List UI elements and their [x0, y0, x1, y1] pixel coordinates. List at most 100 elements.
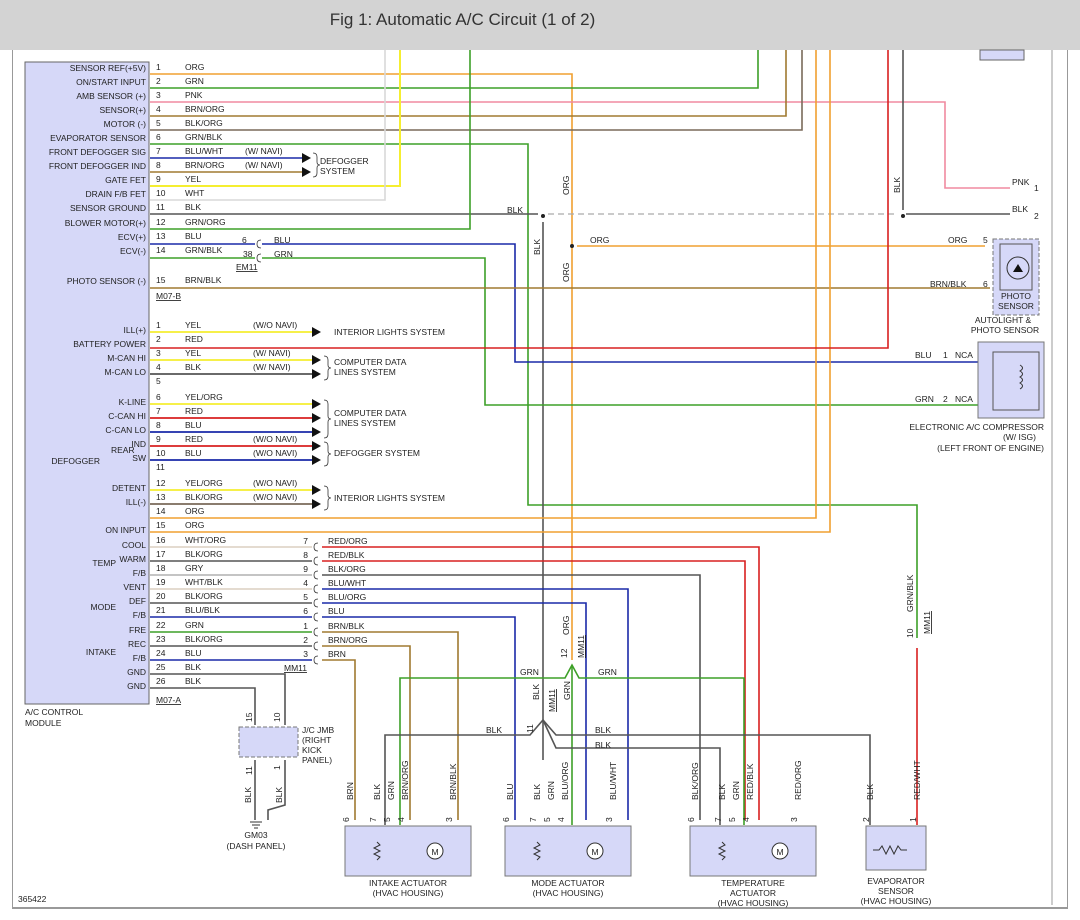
- pin-number-b13: 13: [156, 231, 166, 241]
- pin-label-a12: DETENT: [112, 483, 146, 493]
- pin-number-b5: 5: [156, 118, 161, 128]
- mm11-evap-wire: GRN/BLK: [905, 574, 915, 612]
- actuator-1-wire-7: BLK: [532, 784, 542, 800]
- jmb-pin-11: 11: [244, 766, 254, 775]
- brace-defogger: [312, 152, 321, 178]
- ground-icon: [250, 821, 262, 829]
- pin-label-a21: F/B: [133, 610, 147, 620]
- wire-label-blk: BLK: [507, 205, 523, 215]
- wire-label-a22: GRN: [185, 620, 204, 630]
- evap-name-2: (HVAC HOUSING): [861, 896, 932, 906]
- pin-number-a3: 3: [156, 348, 161, 358]
- pin-number-a18: 18: [156, 563, 166, 573]
- wire-blk-evap: [630, 734, 871, 825]
- wire-label-a14: ORG: [185, 506, 204, 516]
- wire-label-a23: BLK/ORG: [185, 634, 223, 644]
- wire-label-a24: BLU: [185, 648, 202, 658]
- photo-diode-symbol: [1013, 264, 1023, 272]
- splice-dot: [901, 214, 905, 218]
- pin-number-b12: 12: [156, 217, 166, 227]
- wire-label-a10: BLU: [185, 448, 202, 458]
- motor-symbol-0: M: [431, 847, 438, 857]
- brace-computer-data-2: [323, 399, 332, 439]
- ref-pin-1: 1: [1034, 183, 1039, 193]
- wire-label-b1: ORG: [185, 62, 204, 72]
- figure-header: Fig 1: Automatic A/C Circuit (1 of 2): [0, 0, 1080, 50]
- mm11-pin-2: 2: [303, 635, 308, 645]
- pin-label-a13: ILL(-): [126, 497, 146, 507]
- wire-note-b7: (W/ NAVI): [245, 146, 283, 156]
- pin-label-a1: ILL(+): [124, 325, 147, 335]
- wire-label-blk-right: BLK: [892, 177, 902, 193]
- mm11-splice-label-2: MM11: [547, 689, 557, 712]
- wire-label-a18: GRY: [185, 563, 204, 573]
- wire-label-b15: BRN/BLK: [185, 275, 222, 285]
- em11-wire-13: BLU: [274, 235, 291, 245]
- actuator-0-wire-4: BRN/ORG: [400, 760, 410, 800]
- pin-number-a17: 17: [156, 549, 166, 559]
- actuator-1-pin-4: 4: [556, 817, 566, 822]
- wire-label-a16: WHT/ORG: [185, 535, 226, 545]
- photo-sensor-inner: [999, 243, 1033, 291]
- arrow-icon: [312, 327, 321, 337]
- compressor-name-3: (LEFT FRONT OF ENGINE): [937, 443, 1044, 453]
- wire-note-a3: (W/ NAVI): [253, 348, 291, 358]
- pin-label-b13: ECV(+): [118, 232, 146, 242]
- actuator-0-pin-4: 4: [396, 817, 406, 822]
- jmb-name-0: J/C JMB: [302, 725, 334, 735]
- pin-number-a24: 24: [156, 648, 166, 658]
- pin-number-a4: 4: [156, 362, 161, 372]
- motor-icon: [586, 842, 604, 860]
- wire-label-grn-vert: GRN: [562, 681, 572, 700]
- actuator-2-pin-7: 7: [713, 817, 723, 822]
- mm11-wire-5: BLU/ORG: [328, 592, 366, 602]
- pin-label-a24: F/B: [133, 653, 147, 663]
- evap-wire-2: BLK: [865, 784, 875, 800]
- connector-mark: [313, 655, 319, 665]
- wire-label-a15: ORG: [185, 520, 204, 530]
- wire-label-blk-jmb1: BLK: [243, 787, 253, 803]
- wire-label-org: ORG: [590, 235, 609, 245]
- group-label-rear: REAR: [111, 445, 135, 455]
- actuator-0-wire-6: BRN: [345, 782, 355, 800]
- wire-b14-cont: [262, 257, 978, 406]
- wire-label-b13: BLU: [185, 231, 202, 241]
- pin-label-b15: PHOTO SENSOR (-): [67, 276, 146, 286]
- brace-defogger-2: [323, 441, 332, 467]
- ref-pin-2: 2: [1034, 211, 1039, 221]
- pin-label-a23: REC: [128, 639, 146, 649]
- wire-label-pnk: PNK: [1012, 177, 1030, 187]
- pin-label-a20: DEF: [129, 596, 146, 606]
- wire-b10: [150, 50, 386, 201]
- actuator-0-pin-5: 5: [382, 817, 392, 822]
- wire-label-a1: YEL: [185, 320, 201, 330]
- pin-number-b10: 10: [156, 188, 166, 198]
- mm11-pin-11: 11: [525, 724, 535, 733]
- wire-label-a4: BLK: [185, 362, 201, 372]
- wire-a15: [150, 50, 831, 533]
- actuator-1-name-0: MODE ACTUATOR: [531, 878, 604, 888]
- pin-label-a15: ON INPUT: [105, 525, 146, 535]
- mm11-wire-2: BRN/ORG: [328, 635, 368, 645]
- actuator-2-wire-3: RED/ORG: [793, 760, 803, 800]
- dest-computer-data-1b: LINES SYSTEM: [334, 367, 396, 377]
- dest-computer-data-1a: COMPUTER DATA: [334, 357, 407, 367]
- splice-dot: [541, 214, 545, 218]
- wire-label-org-vert: ORG: [561, 176, 571, 195]
- photo-sensor-label-1: PHOTO: [1001, 291, 1031, 301]
- wire-b2: [150, 50, 759, 89]
- arrow-icon: [302, 167, 311, 177]
- wire-label-brnblk: BRN/BLK: [930, 279, 967, 289]
- autolight-name-2: PHOTO SENSOR: [971, 325, 1039, 335]
- actuator-1-pin-3: 3: [604, 817, 614, 822]
- module-name-line1: A/C CONTROL: [25, 707, 83, 717]
- connector-mark: [256, 239, 262, 249]
- actuator-2-pin-4: 4: [741, 817, 751, 822]
- actuator-2-wire-7: BLK: [717, 784, 727, 800]
- mm11-pin-1: 1: [303, 621, 308, 631]
- mm11-pin-4: 4: [303, 578, 308, 588]
- dest-computer-data-2b: LINES SYSTEM: [334, 418, 396, 428]
- actuator-2-pin-5: 5: [727, 817, 737, 822]
- arrow-icon: [312, 441, 321, 451]
- arrow-icon: [302, 153, 311, 163]
